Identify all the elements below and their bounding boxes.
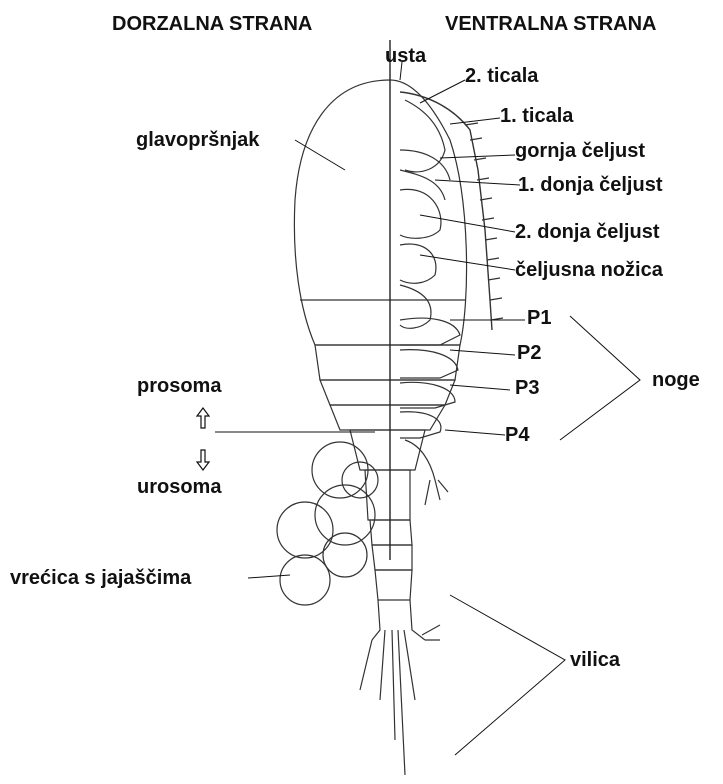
leg-p4 xyxy=(400,412,441,438)
label-celjusna-nozica: čeljusna nožica xyxy=(515,260,663,280)
caudal-setae xyxy=(360,625,440,775)
urosome-segment-5 xyxy=(375,570,412,600)
header-ventral: VENTRALNA STRANA xyxy=(445,14,656,34)
urosome-segment-4 xyxy=(372,545,412,570)
pointer-vrecica xyxy=(248,575,290,578)
pointer-p2 xyxy=(450,350,515,355)
pointer-gornja xyxy=(440,155,515,158)
label-urosoma: urosoma xyxy=(137,477,221,497)
pointer-p3 xyxy=(450,385,510,390)
label-glavoprsnjak: glavopršnjak xyxy=(136,130,259,150)
pointer-ticala2 xyxy=(420,80,465,103)
label-vilica: vilica xyxy=(570,650,620,670)
label-prosoma: prosoma xyxy=(137,376,221,396)
thorax-segment-3 xyxy=(330,405,445,430)
vilica-bracket xyxy=(450,595,565,755)
label-donja-celjust-1: 1. donja čeljust xyxy=(518,175,662,195)
noge-bracket xyxy=(560,316,640,440)
pointer-nozica xyxy=(420,255,515,270)
label-donja-celjust-2: 2. donja čeljust xyxy=(515,222,659,242)
label-p1: P1 xyxy=(527,308,551,328)
antenna-2 xyxy=(405,100,445,172)
antenna-1 xyxy=(400,92,492,330)
thorax-segment-2 xyxy=(320,380,455,405)
cephalothorax-outline xyxy=(294,80,466,345)
label-usta: usta xyxy=(385,46,426,66)
furca-left xyxy=(372,600,380,640)
urosome-segment-2 xyxy=(365,470,410,520)
label-ticala1: 1. ticala xyxy=(500,106,573,126)
egg-sac xyxy=(277,442,378,605)
header-dorsal: DORZALNA STRANA xyxy=(112,14,312,34)
label-p4: P4 xyxy=(505,425,529,445)
label-p2: P2 xyxy=(517,343,541,363)
label-noge: noge xyxy=(652,370,700,390)
label-ticala2: 2. ticala xyxy=(465,66,538,86)
urosome-segment-1 xyxy=(350,430,425,470)
pointer-p4 xyxy=(445,430,505,435)
leg-p3 xyxy=(400,382,455,408)
thorax-segment-1 xyxy=(315,345,460,380)
pointer-donja2 xyxy=(420,215,515,232)
label-p3: P3 xyxy=(515,378,539,398)
maxilliped xyxy=(400,285,431,328)
arrow-up-icon xyxy=(197,408,209,428)
mouthparts xyxy=(400,150,450,283)
leg-p5 xyxy=(405,440,448,505)
arrow-down-icon xyxy=(197,450,209,470)
leg-p2 xyxy=(400,350,458,378)
urosome-segment-3 xyxy=(370,520,412,545)
label-gornja-celjust: gornja čeljust xyxy=(515,141,645,161)
leg-p1 xyxy=(400,318,460,345)
pointer-donja1 xyxy=(435,180,520,185)
label-vrecica: vrećica s jajaščima xyxy=(10,568,191,588)
